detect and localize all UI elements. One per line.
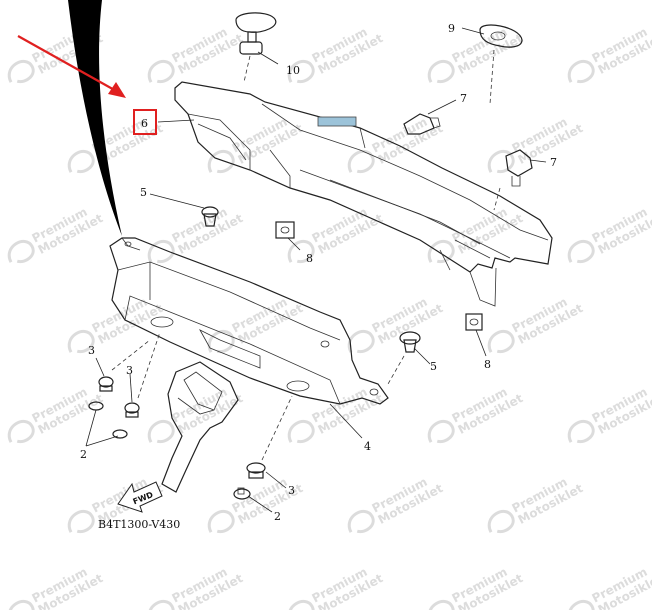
nut-part-8-lower	[465, 313, 483, 331]
callout-4: 4	[364, 440, 371, 453]
callout-9: 9	[448, 22, 455, 35]
bolt-part-2-left-b	[112, 429, 128, 439]
callout-5-upper: 5	[140, 186, 147, 199]
fwd-arrow: FWD	[117, 481, 163, 513]
callout-3-bottom: 3	[288, 484, 295, 497]
callout-2-left: 2	[80, 448, 87, 461]
callout-6: 6	[141, 117, 148, 130]
callout-8-lower: 8	[484, 358, 491, 371]
grommet-part-3-left-b	[124, 402, 140, 418]
callout-10: 10	[286, 64, 300, 77]
lower-bracket-part-4	[109, 237, 389, 405]
clip-part-7-lower	[493, 149, 533, 211]
grommet-part-9	[479, 24, 523, 105]
grommet-part-3-bottom	[246, 462, 266, 479]
callout-3-left-b: 3	[126, 364, 133, 377]
callout-3-left-a: 3	[88, 344, 95, 357]
screw-part-5-lower	[387, 331, 421, 385]
callout-2-bottom: 2	[274, 510, 281, 523]
upper-cover-part-6	[174, 81, 553, 307]
bolt-part-2-bottom	[233, 487, 251, 500]
nut-part-8-upper	[275, 221, 295, 239]
callouts: 10 9 7 7 6 5 8 8 5 4 3 3 2 3 2	[80, 22, 557, 523]
clip-part-7-upper	[403, 113, 441, 135]
grommet-part-10	[235, 12, 277, 83]
callout-8-upper: 8	[306, 252, 313, 265]
callout-7-upper: 7	[460, 92, 467, 105]
callout-7-lower: 7	[550, 156, 557, 169]
callout-5-lower: 5	[430, 360, 437, 373]
leader-lines	[85, 27, 547, 513]
label-marker	[317, 116, 357, 127]
screw-part-5-upper	[201, 206, 219, 227]
connector-harness	[161, 361, 239, 493]
figure-code: B4T1300-V430	[98, 518, 180, 531]
red-arrow	[17, 35, 126, 98]
highlight-box-part-6	[133, 109, 157, 135]
black-curve-band	[68, 0, 122, 236]
grommet-part-3-left-a	[98, 376, 114, 392]
